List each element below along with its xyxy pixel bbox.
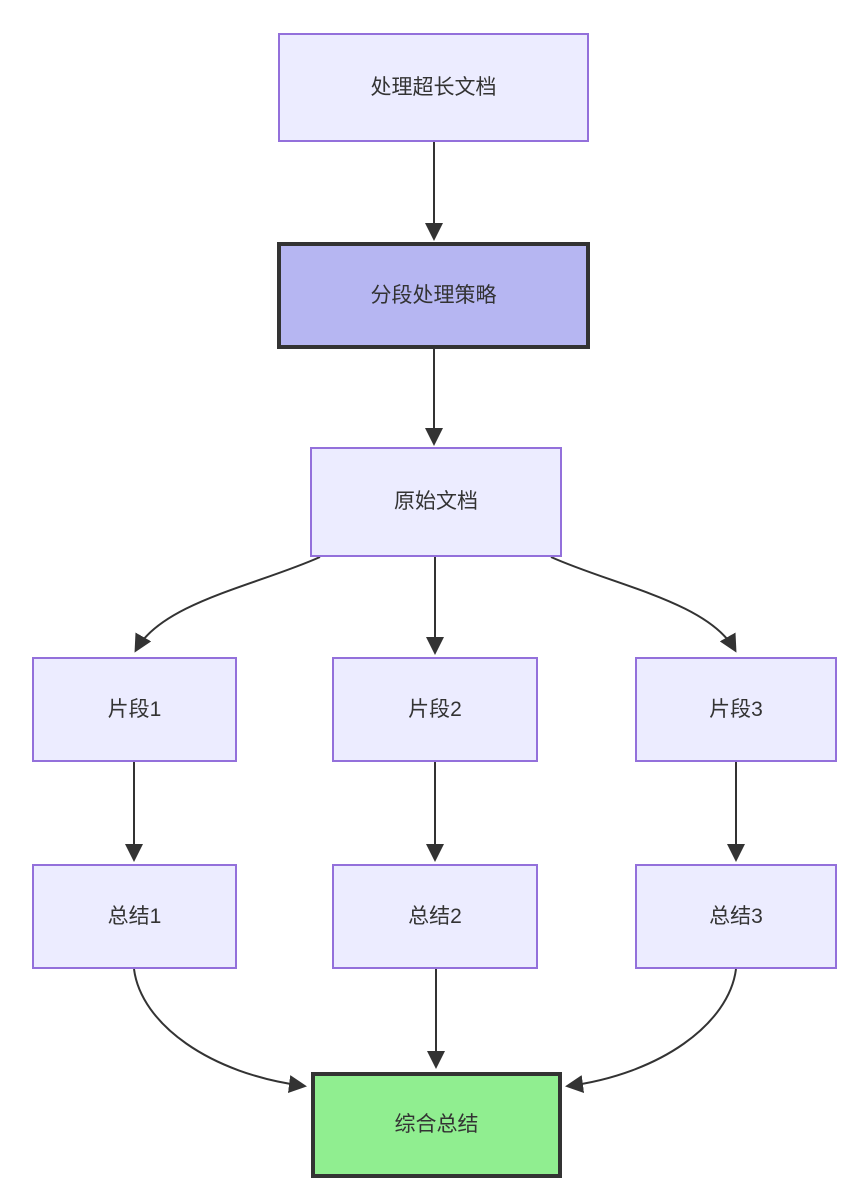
node-fragment-3: 片段3	[635, 657, 837, 762]
node-original-document: 原始文档	[310, 447, 562, 557]
edge-summary-3-to-final	[565, 968, 737, 1093]
node-summary-3: 总结3	[635, 864, 837, 969]
node-fragment-2: 片段2	[332, 657, 538, 762]
node-process-long-document: 处理超长文档	[278, 33, 589, 142]
node-summary-1: 总结1	[32, 864, 237, 969]
node-final-summary-label: 综合总结	[394, 1113, 479, 1137]
node-original-document-label: 原始文档	[394, 490, 478, 514]
edge-doc-to-fragment-1	[134, 556, 321, 653]
node-segmentation-strategy-label: 分段处理策略	[370, 283, 497, 307]
node-summary-3-label: 总结3	[709, 904, 763, 928]
node-summary-2: 总结2	[332, 864, 538, 969]
node-fragment-1-label: 片段1	[107, 697, 162, 721]
node-summary-2-label: 总结2	[408, 904, 462, 928]
node-final-summary: 综合总结	[311, 1072, 562, 1178]
edge-summary-1-to-final	[133, 968, 307, 1094]
edge-doc-to-fragment-3	[550, 556, 737, 653]
node-summary-1-label: 总结1	[107, 904, 162, 928]
node-fragment-1: 片段1	[32, 657, 237, 762]
node-fragment-3-label: 片段3	[709, 697, 763, 721]
node-segmentation-strategy: 分段处理策略	[277, 242, 590, 349]
node-fragment-2-label: 片段2	[408, 697, 462, 721]
node-process-long-document-label: 处理超长文档	[370, 75, 497, 99]
